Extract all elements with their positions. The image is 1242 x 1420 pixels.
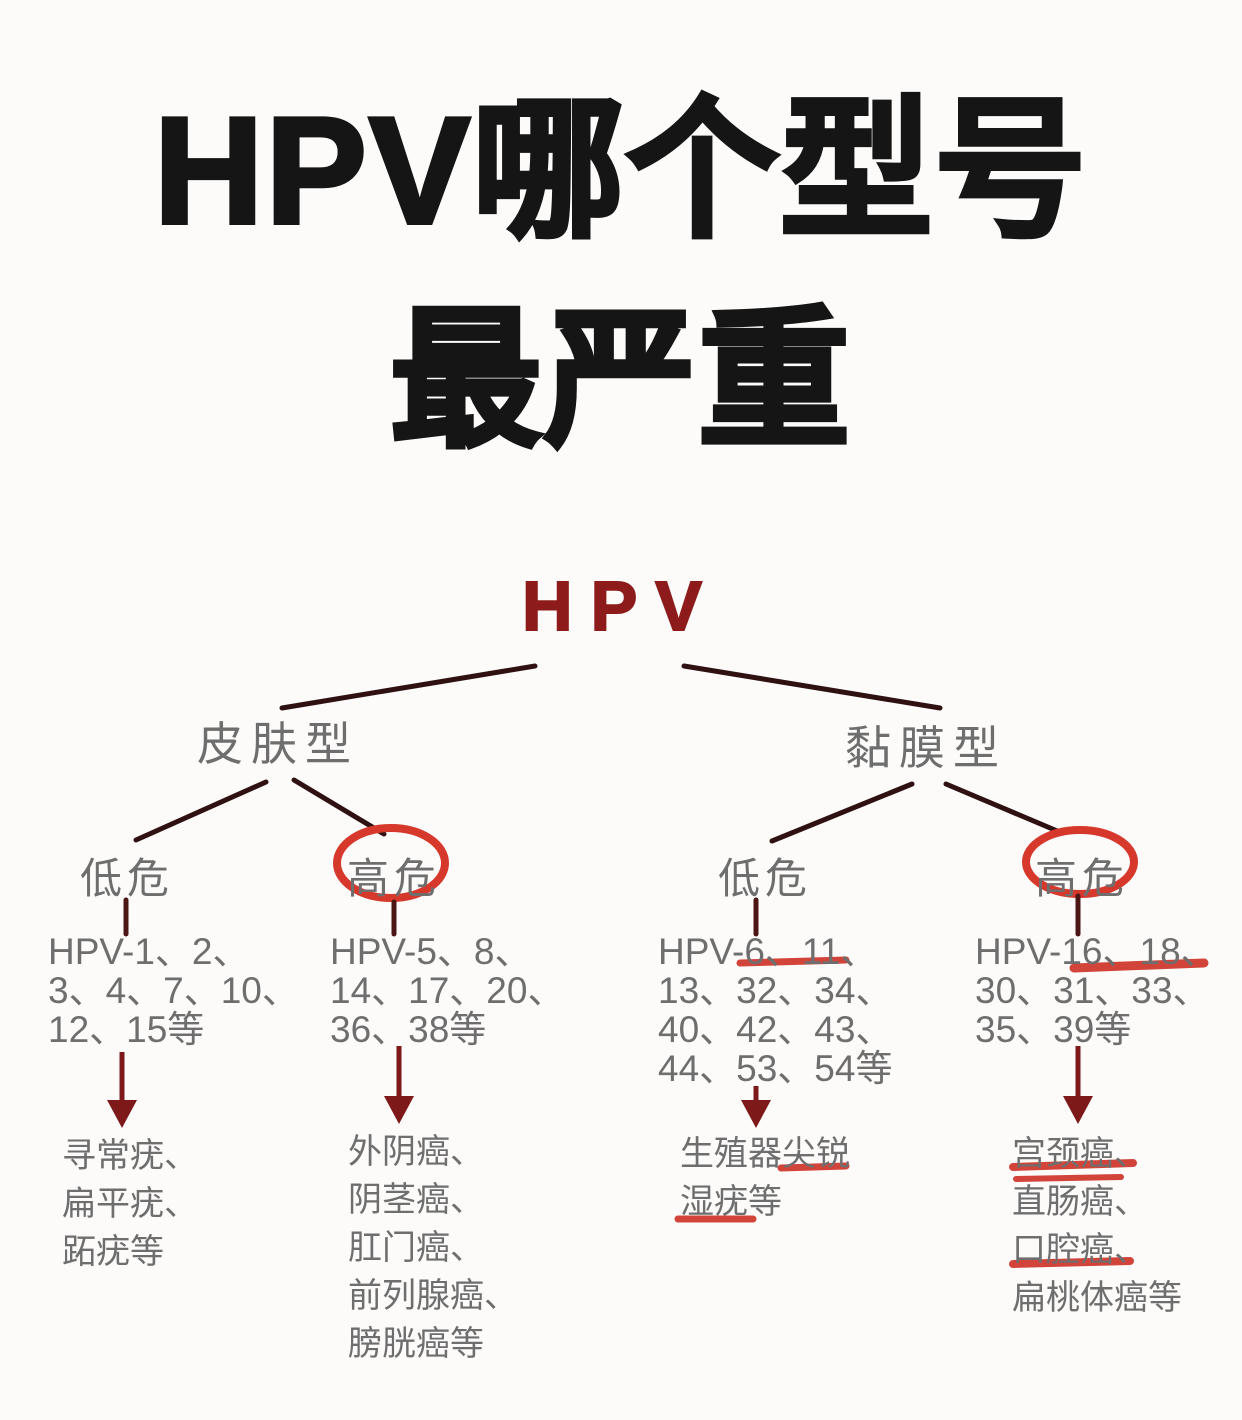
risk-label-skin-low: 低危: [79, 855, 174, 902]
disease-list-skin-high: 外阴癌、 阴茎癌、 肛门癌、 前列腺癌、 膀胱癌等: [348, 1133, 518, 1363]
branch-line-mucosal-to-high: [943, 781, 1065, 836]
types-list-skin-high: HPV-5、8、 14、17、20、 36、38等: [330, 931, 565, 1050]
risk-label-mucosal-high: 高危: [1034, 855, 1129, 902]
branch-label-skin: 皮肤型: [197, 718, 359, 770]
disease-list-mucosal-high: 宫颈癌、 直肠癌、 口腔癌、 扁桃体癌等: [1012, 1135, 1182, 1317]
arrow-skin-low: [107, 1052, 137, 1128]
disease-list-mucosal-low: 生殖器尖锐 湿疣等: [680, 1135, 850, 1221]
branch-line-skin-to-high: [291, 777, 387, 837]
types-list-skin-low: HPV-1、2、 3、4、7、10、 12、15等: [48, 931, 299, 1050]
arrow-skin-high: [384, 1046, 414, 1124]
tree-root-hpv: HPV: [521, 566, 720, 646]
branch-line-root-to-skin: [279, 663, 538, 711]
arrow-mucosal-high: [1063, 1046, 1093, 1124]
disease-list-skin-low: 寻常疣、 扁平疣、 跖疣等: [62, 1137, 198, 1271]
branch-line-skin-to-low: [133, 779, 269, 843]
page-title-line2: 最严重: [388, 295, 852, 466]
types-list-mucosal-high: HPV-16、18、 30、31、33、 35、39等: [975, 931, 1218, 1050]
risk-label-mucosal-low: 低危: [717, 855, 812, 902]
arrow-mucosal-low: [741, 1086, 771, 1128]
risk-label-skin-high: 高危: [346, 855, 441, 902]
branch-label-mucosal: 黏膜型: [845, 722, 1007, 774]
types-list-mucosal-low: HPV-6、11、 13、32、34、 40、42、43、 44、53、54等: [658, 931, 893, 1089]
branch-line-root-to-mucosal: [681, 663, 943, 711]
branch-line-mucosal-to-low: [769, 781, 915, 844]
page-title-line1: HPV哪个型号: [152, 85, 1089, 256]
